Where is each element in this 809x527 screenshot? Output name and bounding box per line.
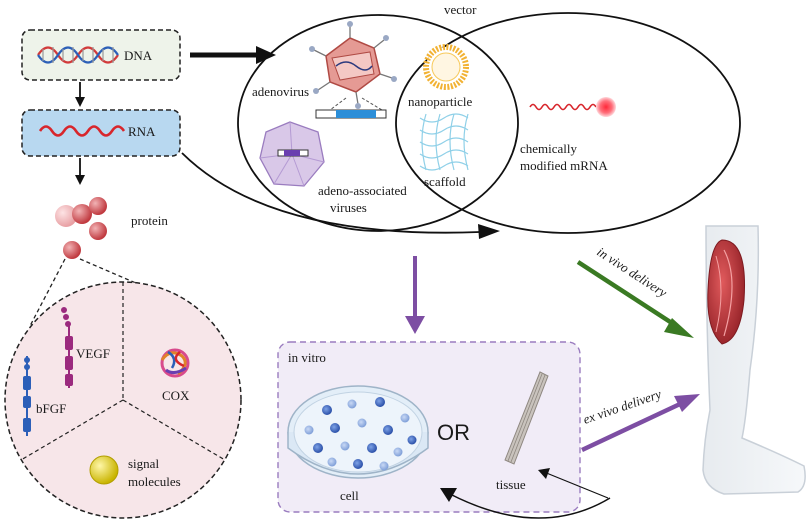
mrna-icon xyxy=(529,97,616,117)
dna-to-vector-arrow xyxy=(190,46,276,64)
protein-spheres-icon xyxy=(55,197,107,259)
ex-vivo-label: ex vivo delivery xyxy=(581,386,663,427)
scaffold-mesh-icon xyxy=(419,113,469,171)
bfgf-icon xyxy=(23,356,31,436)
vegf-icon xyxy=(61,307,73,388)
vector-to-invitro-arrow xyxy=(405,256,425,334)
in-vivo-label: in vivo delivery xyxy=(594,244,670,300)
dna-helix-icon xyxy=(37,46,119,64)
mrna-label-line1: chemically xyxy=(520,141,578,156)
rna-to-vector-arrow xyxy=(181,152,500,239)
rna-strand-icon xyxy=(38,125,126,137)
tissue-fiber-icon xyxy=(504,371,549,465)
transgene-cassette-icon xyxy=(315,97,387,119)
adenovirus-icon xyxy=(309,21,397,109)
ex-vivo-arrow xyxy=(581,394,700,453)
leg-muscle-icon xyxy=(702,225,806,495)
mrna-label-line2: modified mRNA xyxy=(520,158,608,173)
dna-label: DNA xyxy=(124,48,153,63)
tissue-label: tissue xyxy=(496,477,526,492)
aav-label-line2: viruses xyxy=(330,200,367,215)
signal-molecule-icon xyxy=(89,455,119,485)
aav-capsid-icon xyxy=(259,121,325,187)
dna-box: DNA xyxy=(21,29,181,81)
cell-label: cell xyxy=(340,488,359,503)
aav-label-line1: adeno-associated xyxy=(318,183,407,198)
or-label: OR xyxy=(437,420,470,445)
vegf-label: VEGF xyxy=(76,346,110,361)
cox-label: COX xyxy=(162,388,190,403)
adenovirus-label: adenovirus xyxy=(252,84,309,99)
cox-icon xyxy=(160,348,190,378)
zoom-line-left xyxy=(29,258,66,327)
protein-label: protein xyxy=(131,213,168,228)
vector-venn xyxy=(237,12,741,234)
nanoparticle-icon xyxy=(423,44,469,90)
bfgf-label: bFGF xyxy=(36,401,66,416)
nanoparticle-label: nanoparticle xyxy=(408,94,472,109)
signal-label-line2: molecules xyxy=(128,474,181,489)
return-to-cell-arrow xyxy=(440,468,611,519)
rna-label: RNA xyxy=(128,124,156,139)
vector-title: vector xyxy=(444,2,477,17)
rna-box: RNA xyxy=(21,109,181,157)
signal-label-line1: signal xyxy=(128,456,159,471)
protein-detail-circle xyxy=(4,281,242,519)
invitro-title: in vitro xyxy=(288,350,326,365)
petri-dish-icon xyxy=(287,385,429,479)
scaffold-label: scaffold xyxy=(424,174,466,189)
in-vivo-arrow xyxy=(576,260,694,338)
